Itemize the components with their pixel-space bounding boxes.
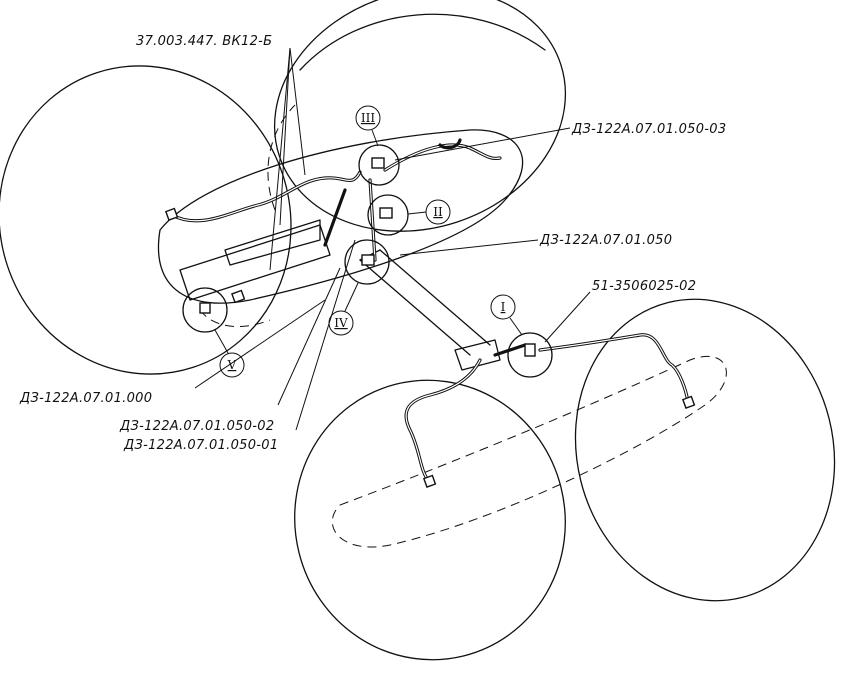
view-label-v: V [227, 358, 237, 372]
frame-beam [179, 219, 501, 371]
callout-part-g: ДЗ-122А.07.01.050-01 [123, 438, 278, 453]
pipe-fittings [164, 207, 696, 488]
view-marker-iii: III [355, 105, 381, 147]
view-label-iv: IV [334, 316, 348, 330]
rear-axle-housing [157, 104, 524, 328]
view-marker-i: I [490, 294, 523, 336]
rear-wheel-left [0, 65, 292, 375]
front-wheel-left [294, 379, 566, 661]
view-label-i: I [501, 300, 506, 314]
detail-bubbles [182, 144, 553, 378]
front-axle-housing [331, 355, 727, 548]
brake-pipes [170, 138, 690, 482]
callout-part-b: ДЗ-122А.07.01.050-03 [571, 122, 726, 137]
callout-part-a: 37.003.447. ВК12-Б [136, 34, 272, 49]
view-label-iii: III [361, 111, 375, 125]
callout-part-c: ДЗ-122А.07.01.050 [539, 233, 672, 248]
callout-part-e: ДЗ-122А.07.01.000 [19, 391, 152, 406]
view-marker-v: V [214, 329, 245, 378]
leader-lines [194, 47, 591, 431]
callout-part-f: ДЗ-122А.07.01.050-02 [119, 419, 274, 434]
callout-part-d: 51-3506025-02 [592, 279, 696, 294]
view-label-ii: II [433, 205, 443, 219]
front-wheel-right [574, 298, 836, 602]
view-marker-ii: II [407, 199, 451, 225]
rear-wheel-right [273, 0, 567, 232]
